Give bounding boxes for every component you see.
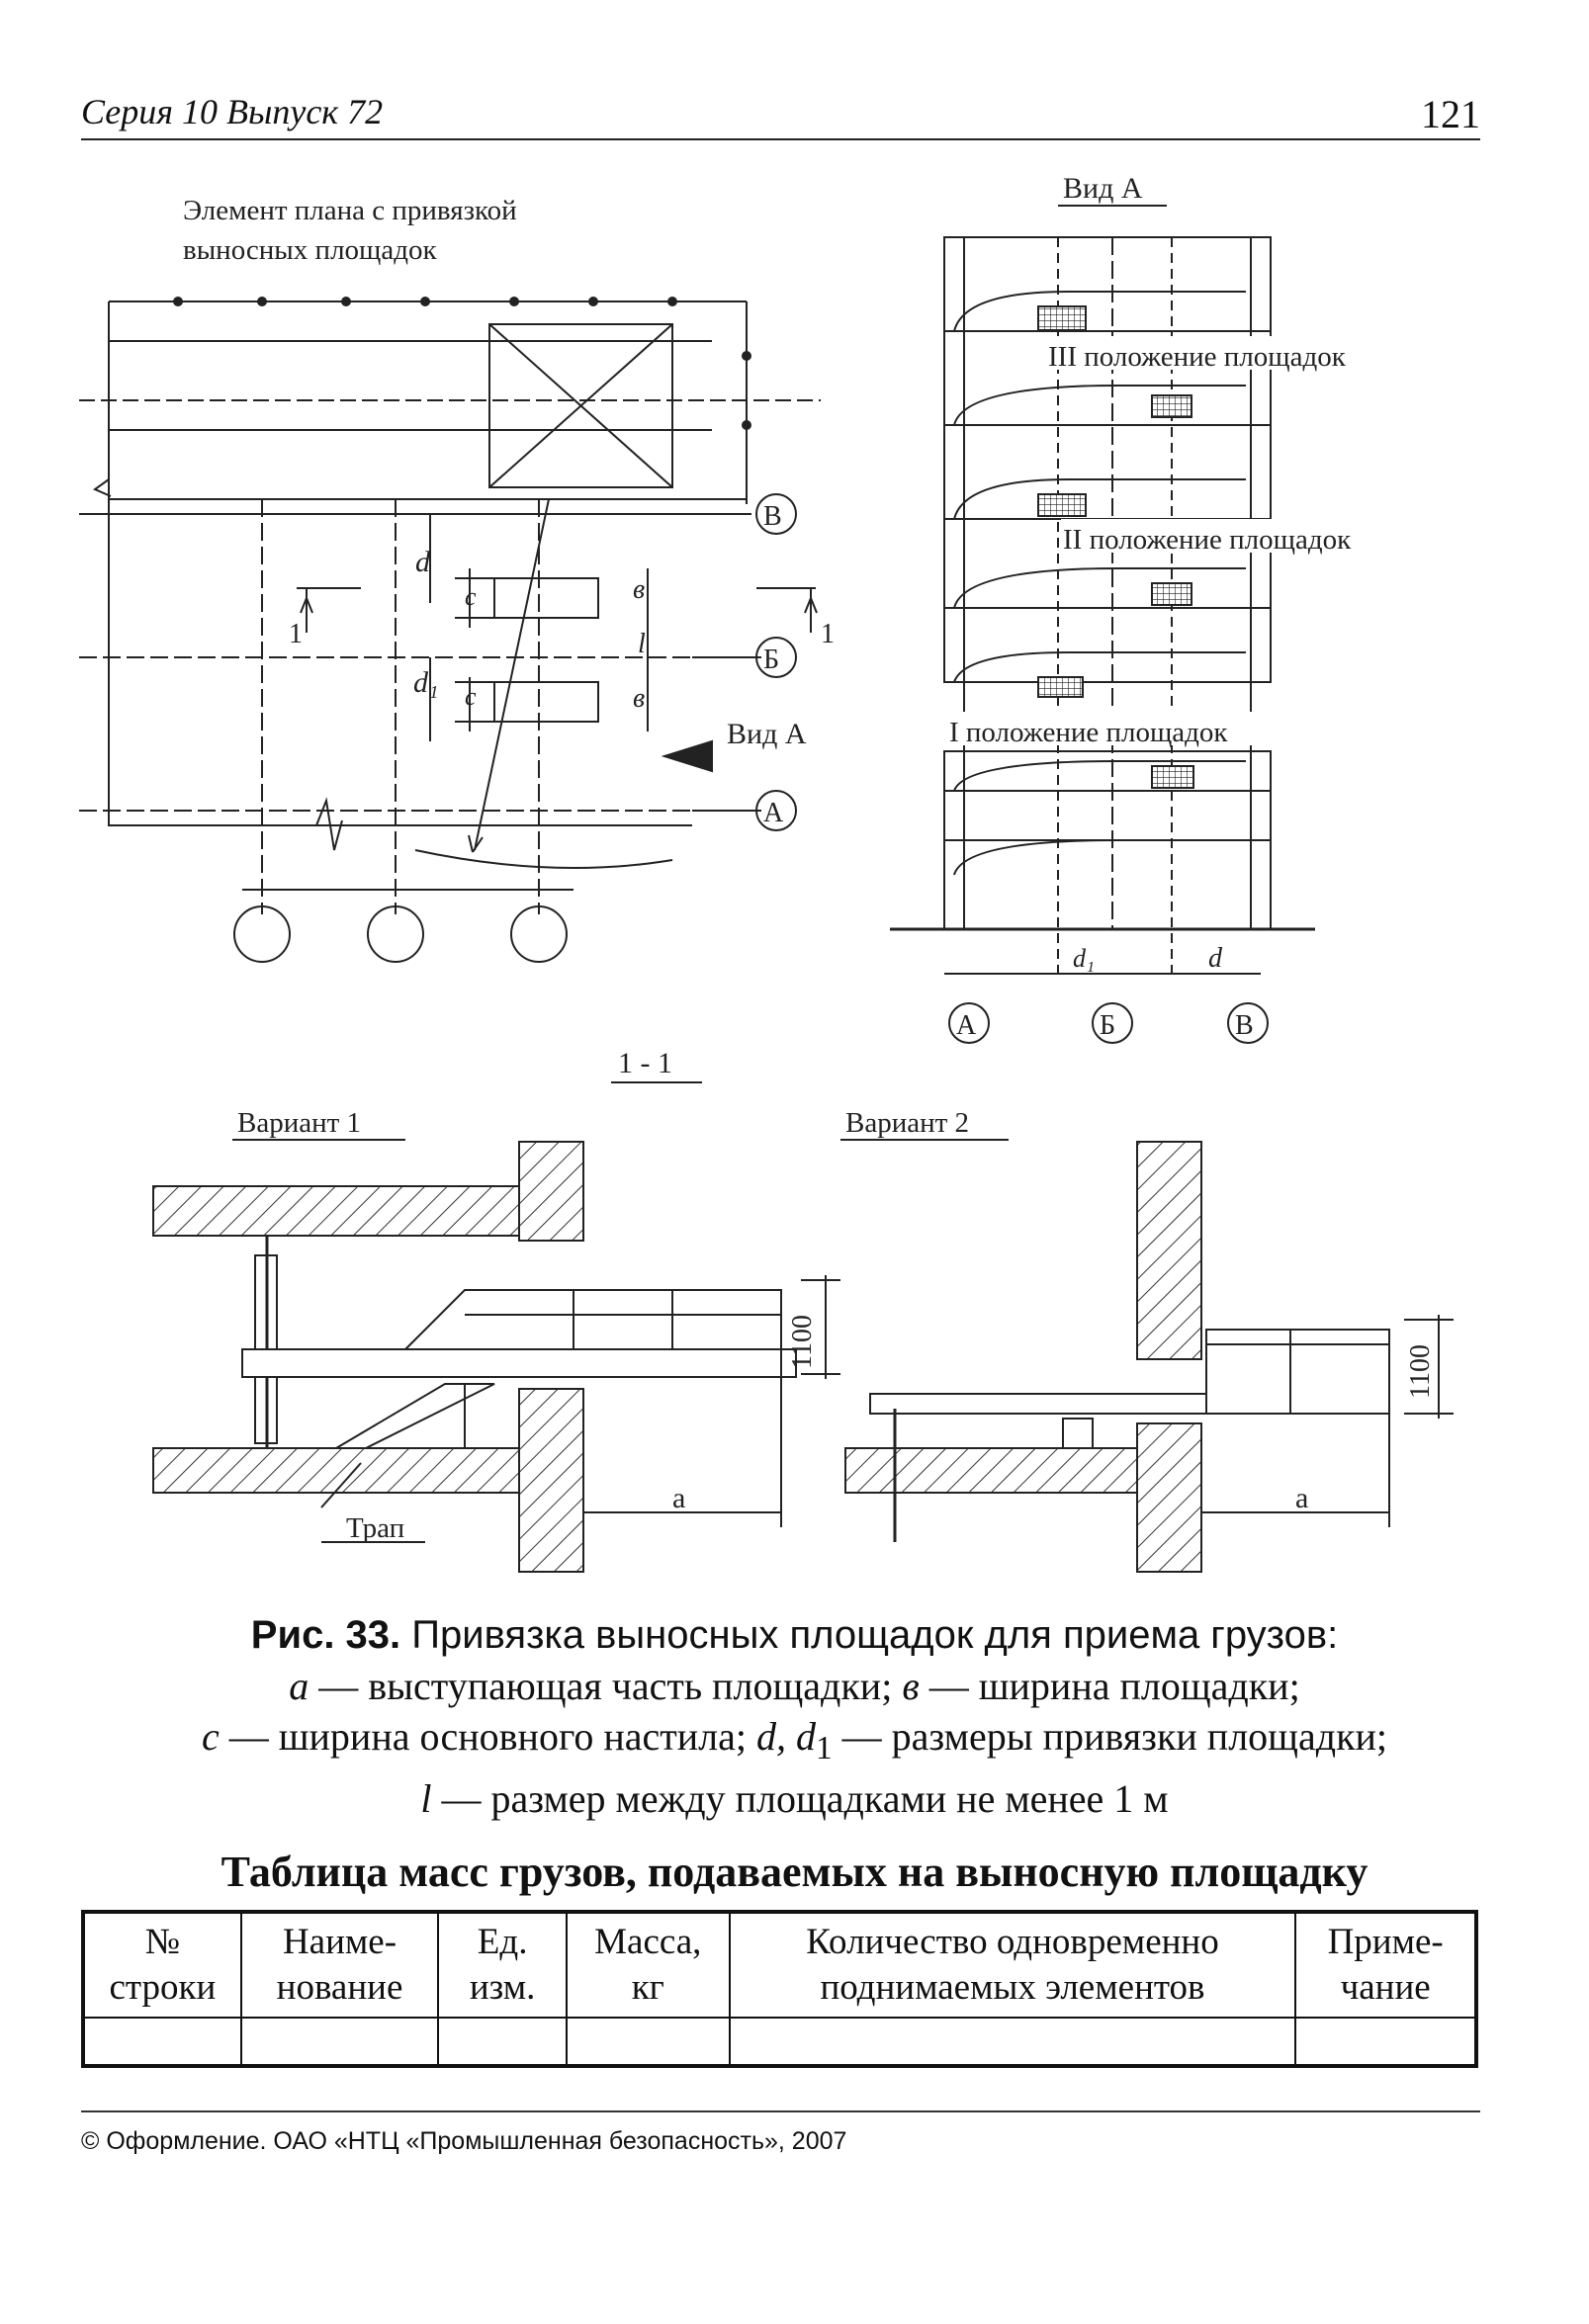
view-a-title: Вид А xyxy=(1063,172,1143,205)
plan-element: Элемент плана с привязкой выносных площа… xyxy=(79,195,835,963)
table-cell xyxy=(1294,2017,1477,2067)
caption-line-3: с — ширина основного настила; d, d1 — ра… xyxy=(59,1711,1530,1773)
table-cell xyxy=(82,2017,242,2067)
dim-d1-label: d₁ xyxy=(413,666,438,699)
axis-b-right: Б xyxy=(763,645,779,675)
col-header-mass: Масса,кг xyxy=(565,1911,731,2019)
caption-text-d: — размеры привязки площадки; xyxy=(832,1714,1388,1759)
caption-line-2: а — выступающая часть площадки; в — шири… xyxy=(59,1661,1530,1711)
caption-line-4: l — размер между площадками не менее 1 м xyxy=(59,1773,1530,1824)
caption-fig-label: Рис. 33. xyxy=(250,1613,401,1657)
header-rule xyxy=(81,138,1480,140)
caption-sub-d1: 1 xyxy=(815,1730,833,1766)
caption-title: Привязка выносных площадок для приема гр… xyxy=(400,1613,1339,1657)
plan-title-1: Элемент плана с привязкой xyxy=(183,195,517,226)
dim-v2-label: в xyxy=(633,683,645,714)
col-header-note: Приме-чание xyxy=(1294,1911,1477,2019)
col-header-name: Наиме-нование xyxy=(239,1911,440,2019)
table-cell xyxy=(728,2017,1297,2067)
variant-1-label: Вариант 1 xyxy=(237,1107,361,1139)
elev-axis-a: А xyxy=(956,1010,977,1041)
figure-33-drawing: Элемент плана с привязкой выносных площа… xyxy=(79,172,1454,1573)
col-header-unit: Ед.изм. xyxy=(437,1911,568,2019)
caption-line-1: Рис. 33. Привязка выносных площадок для … xyxy=(59,1609,1530,1661)
elev-axis-v: В xyxy=(1235,1010,1254,1041)
caption-text-v: — ширина площадки; xyxy=(919,1664,1300,1708)
view-a-arrow-label: Вид А xyxy=(727,718,807,750)
caption-text-l: — размер между площадками не менее 1 м xyxy=(431,1776,1169,1821)
caption-sym-l: l xyxy=(420,1776,432,1821)
dim-c-label: с xyxy=(465,582,477,611)
table-cell xyxy=(565,2017,731,2067)
footer-rule xyxy=(81,2110,1480,2112)
height-1100-v2: 1100 xyxy=(1405,1344,1436,1399)
ramp-label: Трап xyxy=(346,1512,404,1544)
table-row xyxy=(82,2017,1477,2067)
section-mark-right: 1 xyxy=(821,619,835,649)
elev-axis-b: Б xyxy=(1100,1010,1115,1041)
height-1100-v1: 1100 xyxy=(787,1315,818,1369)
caption-text-a: — выступающая часть площадки; xyxy=(309,1664,903,1708)
caption-sym-v: в xyxy=(902,1664,920,1708)
plan-title-2: выносных площадок xyxy=(183,234,437,266)
caption-sym-d: d, d xyxy=(755,1714,816,1759)
figure-caption: Рис. 33. Привязка выносных площадок для … xyxy=(59,1609,1530,1824)
caption-text-c: — ширина основного настила; xyxy=(219,1714,756,1759)
caption-sym-c: с xyxy=(201,1714,220,1759)
dim-a-v2: а xyxy=(1295,1482,1308,1514)
elev-dim-d: d xyxy=(1208,943,1223,974)
caption-sym-a: а xyxy=(289,1664,309,1708)
axis-v-right: В xyxy=(763,501,782,532)
variant-2-label: Вариант 2 xyxy=(845,1107,969,1139)
table-title: Таблица масс грузов, подаваемых на вынос… xyxy=(221,1848,1368,1896)
table-cell xyxy=(437,2017,568,2067)
section-title: 1 - 1 xyxy=(618,1047,672,1079)
page-number: 121 xyxy=(1421,92,1480,136)
dim-l-label: l xyxy=(638,629,646,659)
section-1-1: 1 - 1 Вариант 1 Вариант 2 1100 а Трап xyxy=(152,1047,1454,1573)
series-title: Серия 10 Выпуск 72 xyxy=(81,92,384,131)
dim-v-label: в xyxy=(633,574,645,605)
copyright-footer: © Оформление. ОАО «НТЦ «Промышленная без… xyxy=(81,2127,847,2155)
view-a-elevation: Вид А III положение площадок II положени… xyxy=(890,172,1452,1044)
position-2-label: II положение площадок xyxy=(1063,524,1352,556)
dim-d-label: d xyxy=(415,546,431,578)
dim-c2-label: с xyxy=(465,682,477,711)
table-cell xyxy=(239,2017,440,2067)
section-mark-left: 1 xyxy=(289,619,303,649)
position-1-label: I положение площадок xyxy=(949,717,1228,748)
axis-a-right: А xyxy=(763,798,784,828)
position-3-label: III положение площадок xyxy=(1048,341,1347,373)
elev-dim-d1: d₁ xyxy=(1073,944,1095,973)
dim-a-v1: а xyxy=(672,1482,685,1514)
